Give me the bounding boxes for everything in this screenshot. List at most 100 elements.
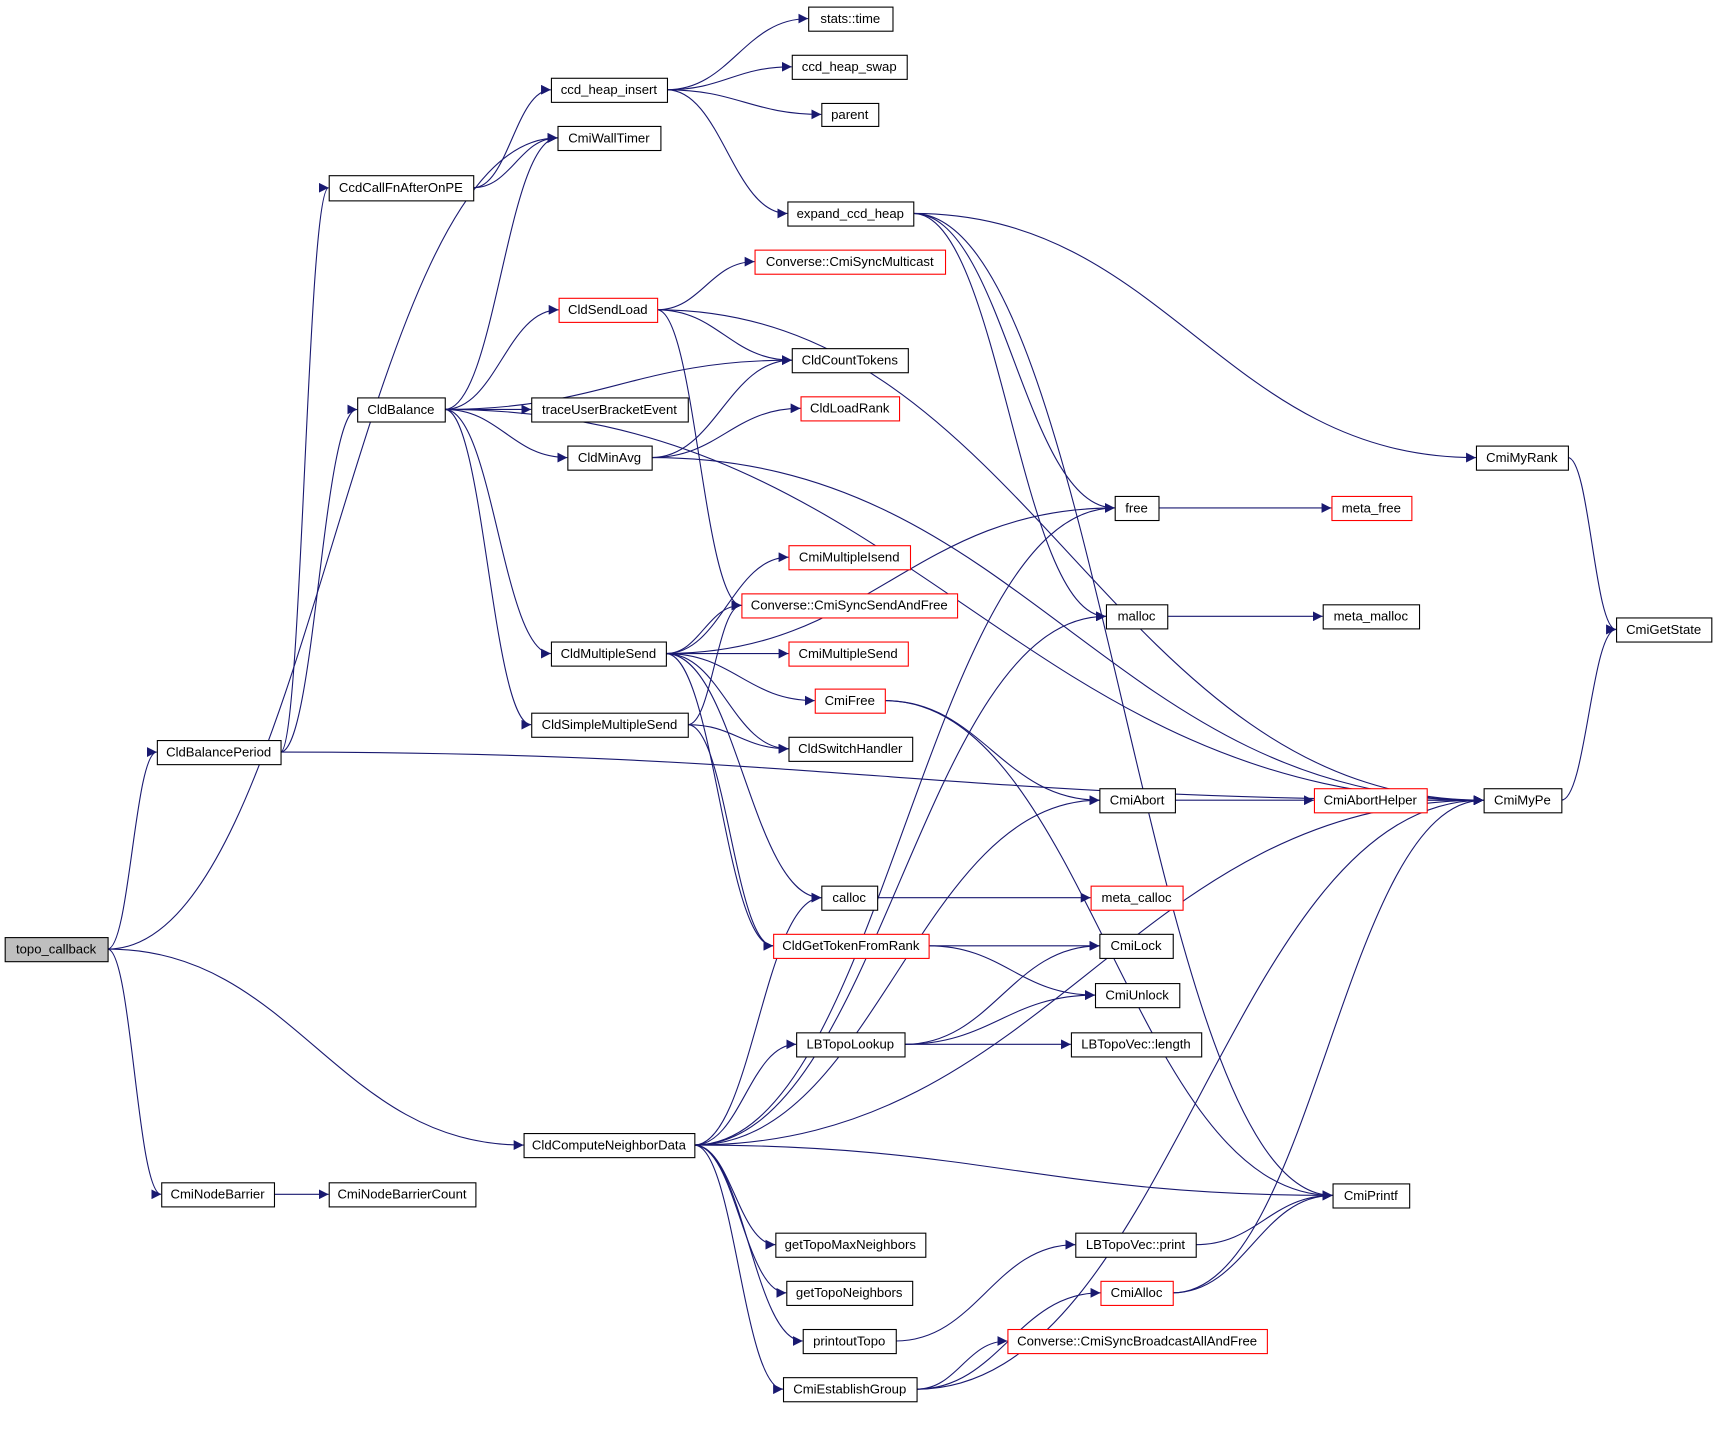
node-box — [1313, 788, 1428, 814]
node-CldBalance[interactable]: CldBalance — [357, 397, 446, 423]
edge-CldSendLoad-to-CldCountTokens — [657, 309, 792, 366]
node-label: CmiLock — [1110, 938, 1161, 953]
node-topo_callback[interactable]: topo_callback — [4, 937, 109, 963]
node-getTopoMaxNeighbors[interactable]: getTopoMaxNeighbors — [775, 1232, 927, 1258]
edge-CldComputeNeighborData-to-getTopoMaxNeighbors — [694, 1144, 776, 1250]
node-label: stats::time — [820, 11, 880, 26]
node-label: meta_free — [1342, 500, 1401, 515]
node-label: topo_callback — [16, 941, 97, 956]
node-CmiAlloc[interactable]: CmiAlloc — [1100, 1280, 1174, 1306]
node-label: CldGetTokenFromRank — [782, 938, 920, 953]
node-box — [156, 740, 282, 766]
node-CmiMyRank[interactable]: CmiMyRank — [1475, 445, 1569, 471]
node-LBTopoVec_print[interactable]: LBTopoVec::print — [1075, 1232, 1197, 1258]
node-meta_free[interactable]: meta_free — [1331, 495, 1413, 522]
node-label: expand_ccd_heap — [797, 206, 904, 221]
edge-printoutTopo-to-LBTopoVec_print — [895, 1239, 1076, 1342]
node-CmiMultipleSend[interactable]: CmiMultipleSend — [788, 641, 909, 667]
node-label: CmiWallTimer — [568, 130, 650, 145]
node-box — [1070, 1032, 1203, 1058]
node-CmiAbort[interactable]: CmiAbort — [1099, 788, 1176, 814]
node-label: CldBalancePeriod — [166, 744, 271, 759]
node-free[interactable]: free — [1114, 495, 1160, 522]
node-getTopoNeighbors[interactable]: getTopoNeighbors — [786, 1280, 914, 1306]
node-box — [814, 688, 886, 714]
node-CmiMyPe[interactable]: CmiMyPe — [1483, 788, 1563, 814]
node-CmiMultipleIsend[interactable]: CmiMultipleIsend — [788, 545, 912, 571]
node-CldBalancePeriod[interactable]: CldBalancePeriod — [156, 740, 282, 766]
node-CmiGetState[interactable]: CmiGetState — [1616, 617, 1713, 643]
node-label: CldCountTokens — [802, 353, 899, 368]
node-CldSwitchHandler[interactable]: CldSwitchHandler — [788, 736, 914, 762]
node-CmiPrintf[interactable]: CmiPrintf — [1332, 1183, 1411, 1209]
node-CmiWallTimer[interactable]: CmiWallTimer — [557, 125, 662, 152]
node-meta_malloc[interactable]: meta_malloc — [1322, 604, 1421, 630]
node-box — [1322, 604, 1421, 630]
node-ccd_heap_insert[interactable]: ccd_heap_insert — [550, 77, 669, 103]
node-malloc[interactable]: malloc — [1105, 604, 1169, 630]
node-calloc[interactable]: calloc — [821, 885, 879, 911]
node-label: CmiMultipleSend — [798, 646, 897, 661]
node-label: LBTopoLookup — [807, 1037, 895, 1052]
node-CldGetTokenFromRank[interactable]: CldGetTokenFromRank — [773, 933, 930, 959]
node-label: CldSendLoad — [568, 302, 648, 317]
node-CldMinAvg[interactable]: CldMinAvg — [567, 445, 653, 471]
node-CmiUnlock[interactable]: CmiUnlock — [1094, 983, 1181, 1009]
edge-CldBalance-to-CldMultipleSend — [444, 408, 551, 659]
node-CldSimpleMultipleSend[interactable]: CldSimpleMultipleSend — [531, 712, 689, 738]
node-CmiAbortHelper[interactable]: CmiAbortHelper — [1313, 788, 1428, 814]
node-CmiFree[interactable]: CmiFree — [814, 688, 886, 714]
node-LBTopoVec_length[interactable]: LBTopoVec::length — [1070, 1032, 1203, 1058]
node-label: ccd_heap_insert — [561, 82, 658, 97]
node-CmiEstablishGroup[interactable]: CmiEstablishGroup — [782, 1377, 918, 1403]
node-CmiSyncMulticast[interactable]: Converse::CmiSyncMulticast — [754, 249, 947, 275]
node-expand_ccd_heap[interactable]: expand_ccd_heap — [787, 201, 915, 227]
edge-expand_ccd_heap-to-malloc — [913, 212, 1106, 622]
edge-CmiEstablishGroup-to-CmiSyncBroadcastAllAndFree — [916, 1336, 1008, 1390]
node-printoutTopo[interactable]: printoutTopo — [802, 1328, 897, 1355]
node-CmiSyncSendAndFree[interactable]: Converse::CmiSyncSendAndFree — [741, 593, 959, 619]
edge-CldComputeNeighborData-to-free — [694, 503, 1115, 1146]
edge-CldComputeNeighborData-to-CmiAbort — [694, 795, 1100, 1146]
node-box — [558, 297, 659, 323]
node-box — [4, 937, 109, 963]
node-CldComputeNeighborData[interactable]: CldComputeNeighborData — [523, 1133, 696, 1159]
node-label: CldMinAvg — [578, 450, 641, 465]
node-box — [357, 397, 446, 423]
node-box — [773, 933, 930, 959]
node-CmiLock[interactable]: CmiLock — [1099, 933, 1174, 959]
node-traceUserBracketEvent[interactable]: traceUserBracketEvent — [531, 397, 689, 423]
edge-CldSimpleMultipleSend-to-CldGetTokenFromRank — [687, 724, 774, 951]
node-box — [1331, 495, 1413, 522]
node-label: ccd_heap_swap — [802, 59, 897, 74]
node-stats_time[interactable]: stats::time — [808, 6, 894, 32]
node-CmiNodeBarrierCount[interactable]: CmiNodeBarrierCount — [328, 1182, 477, 1208]
node-CldCountTokens[interactable]: CldCountTokens — [791, 348, 909, 374]
node-box — [1475, 445, 1569, 471]
node-meta_calloc[interactable]: meta_calloc — [1090, 885, 1184, 911]
node-parent[interactable]: parent — [821, 102, 880, 127]
node-ccd_heap_swap[interactable]: ccd_heap_swap — [791, 54, 908, 80]
node-box — [550, 641, 667, 667]
edge-CmiMyPe-to-CmiGetState — [1561, 624, 1617, 801]
node-box — [788, 545, 912, 571]
node-box — [161, 1182, 276, 1208]
node-CmiSyncBroadcastAllAndFree[interactable]: Converse::CmiSyncBroadcastAllAndFree — [1007, 1328, 1268, 1355]
node-box — [802, 1328, 897, 1355]
node-CcdCallFnAfterOnPE[interactable]: CcdCallFnAfterOnPE — [328, 175, 475, 202]
edge-CmiMyRank-to-CmiGetState — [1567, 457, 1617, 635]
node-label: free — [1125, 500, 1148, 515]
node-CmiNodeBarrier[interactable]: CmiNodeBarrier — [161, 1182, 276, 1208]
edge-CcdCallFnAfterOnPE-to-ccd_heap_insert — [473, 84, 551, 189]
edge-CmiAlloc-to-CmiPrintf — [1172, 1190, 1333, 1294]
edge-CldComputeNeighborData-to-CmiEstablishGroup — [694, 1144, 784, 1395]
edge-CldMultipleSend-to-CmiMultipleIsend — [665, 552, 789, 655]
node-label: calloc — [832, 890, 866, 905]
node-LBTopoLookup[interactable]: LBTopoLookup — [796, 1032, 906, 1058]
edge-CldComputeNeighborData-to-malloc — [694, 611, 1106, 1146]
node-CldLoadRank[interactable]: CldLoadRank — [800, 396, 901, 422]
edge-ccd_heap_insert-to-ccd_heap_swap — [666, 61, 792, 91]
node-CldSendLoad[interactable]: CldSendLoad — [558, 297, 659, 323]
node-CldMultipleSend[interactable]: CldMultipleSend — [550, 641, 667, 667]
edge-CldComputeNeighborData-to-LBTopoLookup — [694, 1039, 797, 1146]
